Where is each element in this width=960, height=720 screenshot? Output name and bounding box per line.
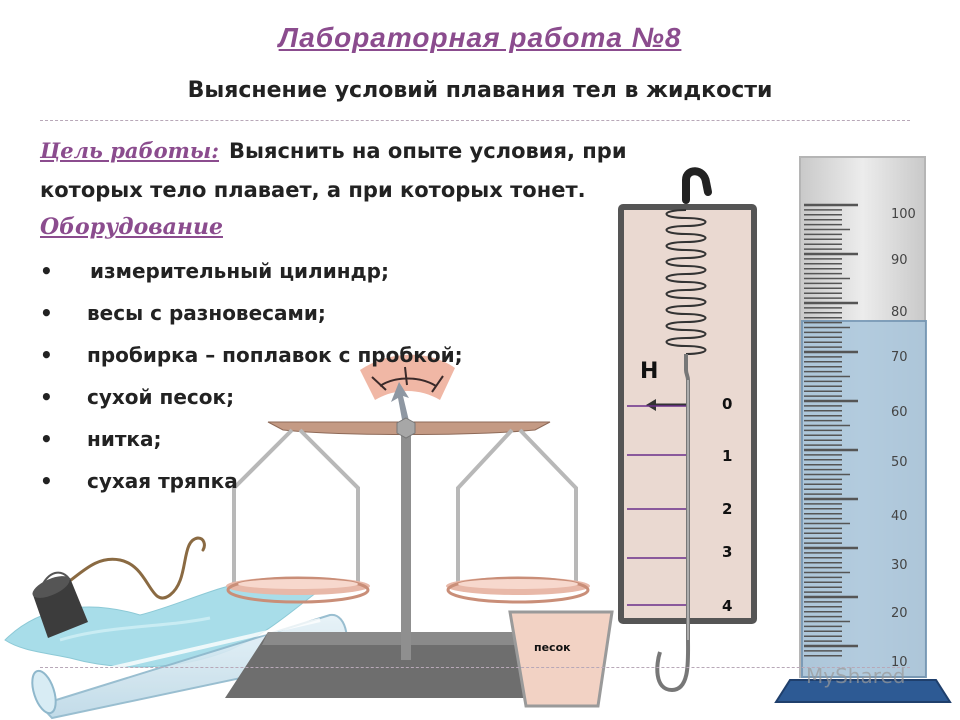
divider-top bbox=[40, 120, 910, 121]
page-subtitle: Выяснение условий плавания тел в жидкост… bbox=[187, 78, 773, 103]
equipment-heading: Оборудование bbox=[40, 214, 223, 240]
goal-line-2: которых тело плавает, а при которых тоне… bbox=[40, 178, 586, 202]
bullet-icon: • bbox=[40, 427, 53, 451]
goal-block: Цель работы: Выяснить на опыте условия, п… bbox=[40, 131, 740, 210]
bullet-icon: • bbox=[40, 469, 53, 493]
bullet-icon: • bbox=[40, 259, 53, 283]
balance-scale bbox=[225, 354, 590, 698]
sand-cup-empty bbox=[32, 571, 88, 638]
page-title: Лабораторная работа №8 bbox=[278, 22, 682, 53]
thread bbox=[58, 536, 206, 600]
goal-line-1: Выяснить на опыте условия, при bbox=[229, 139, 627, 163]
cloth bbox=[4, 578, 321, 668]
dynamometer bbox=[618, 167, 757, 693]
bullet-icon: • bbox=[40, 385, 53, 409]
sand-container bbox=[508, 610, 614, 708]
goal-label: Цель работы: bbox=[40, 138, 219, 163]
bullet-icon: • bbox=[40, 301, 53, 325]
divider-bottom bbox=[40, 667, 910, 668]
measuring-cylinder bbox=[774, 156, 952, 703]
bullet-icon: • bbox=[40, 343, 53, 367]
